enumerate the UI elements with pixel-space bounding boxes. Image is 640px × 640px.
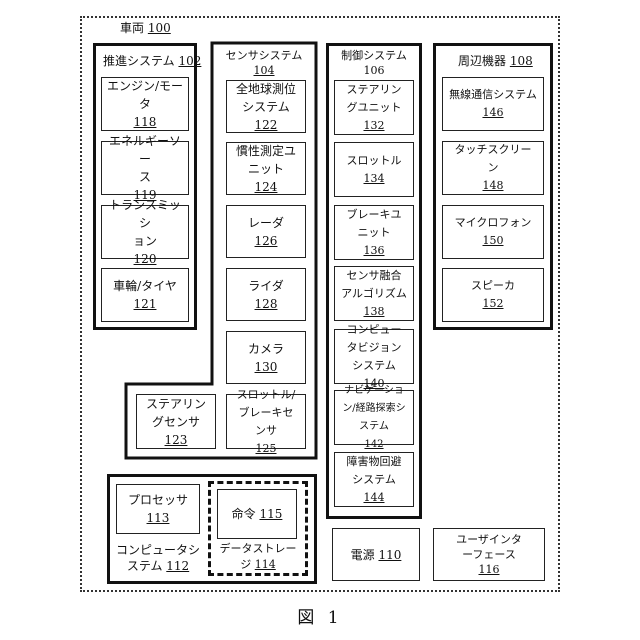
steering-sensor-ref: 123 xyxy=(165,433,188,447)
control-ref: 106 xyxy=(364,64,385,77)
storage-label: データストレー ジ 114 xyxy=(210,541,306,573)
peripheral-item-1-line-1: 無線通信システム xyxy=(449,88,537,101)
steering-sensor-line-2: グセンサ xyxy=(152,415,200,429)
steering-sensor-line-1: ステアリン xyxy=(146,397,206,411)
sensor-item-2-line-2: ニット xyxy=(248,162,284,176)
sensor-item-3: レーダ 126 xyxy=(226,205,306,258)
control-item-2: スロットル 134 xyxy=(334,142,414,197)
peripheral-item-3: マイクロフォン 150 xyxy=(442,205,544,259)
control-title-text: 制御システム xyxy=(341,49,407,62)
control-item-3: ブレーキユニット 136 xyxy=(334,205,414,260)
instructions-ref: 115 xyxy=(259,507,282,521)
sensor-item-4: ライダ 128 xyxy=(226,268,306,321)
throttle-brake-sensor: スロットル/ブレーキセンサ125 xyxy=(226,394,306,449)
control-item-2-ref: 134 xyxy=(364,172,385,185)
peripheral-item-2: タッチスクリーン 148 xyxy=(442,141,544,195)
figure-caption: 図 1 xyxy=(0,603,640,628)
control-item-6-line-1: ナビゲーショ xyxy=(344,385,404,396)
throttle-brake-sensor-line-1: スロットル/ xyxy=(237,388,296,401)
sensor-item-1-line-1: 全地球測位 xyxy=(236,82,296,96)
control-item-1: ステアリングユニット 132 xyxy=(334,80,414,135)
sensor-item-3-line-1: レーダ xyxy=(248,216,284,230)
ui-ref: 116 xyxy=(479,563,500,576)
control-item-7-ref: 144 xyxy=(364,491,385,504)
computer-label-line1: コンピュータシ xyxy=(116,543,200,557)
throttle-brake-sensor-line-3: ンサ xyxy=(255,424,277,437)
sensor-title: センサシステム 104 xyxy=(212,48,316,78)
control-item-2-line-1: スロットル xyxy=(347,154,402,167)
sensor-item-5: カメラ 130 xyxy=(226,331,306,384)
peripheral-item-3-ref: 150 xyxy=(483,234,504,247)
sensor-item-5-line-1: カメラ xyxy=(248,342,284,356)
peripheral-item-2-line-1: タッチスクリー xyxy=(455,143,532,156)
control-item-7-line-1: 障害物回避 xyxy=(347,455,402,468)
control-item-7: 障害物回避システム 144 xyxy=(334,452,414,507)
sensor-item-4-line-1: ライダ xyxy=(248,279,284,293)
control-item-4-line-2: アルゴリズム xyxy=(341,287,407,300)
storage-ref: 114 xyxy=(255,558,276,571)
peripherals-title-text: 周辺機器 xyxy=(458,54,506,68)
peripheral-item-1-ref: 146 xyxy=(482,106,503,119)
computer-label-line2: ステム xyxy=(127,559,163,573)
control-item-6-ref: 142 xyxy=(364,439,383,450)
peripheral-item-1: 無線通信システム 146 xyxy=(442,77,544,131)
control-item-5: コンピュータビジョンシステム140 xyxy=(334,329,414,384)
instructions-label: 命令 xyxy=(232,507,256,521)
power-label: 電源 xyxy=(351,548,375,562)
processor-ref: 113 xyxy=(147,511,170,525)
steering-sensor: ステアリングセンサ 123 xyxy=(136,394,216,449)
storage-label-line1: データストレー xyxy=(220,542,297,555)
peripherals-title: 周辺機器 108 xyxy=(458,53,533,69)
sensor-item-2-line-1: 慣性測定ユ xyxy=(236,144,296,158)
control-item-5-line-1: コンピュー xyxy=(347,323,402,336)
sensor-item-2: 慣性測定ユニット 124 xyxy=(226,142,306,195)
processor-label: プロセッサ xyxy=(128,493,188,507)
control-item-6-line-3: ステム xyxy=(359,421,389,432)
peripheral-item-4: スピーカ 152 xyxy=(442,268,544,322)
control-item-4-ref: 138 xyxy=(363,305,384,318)
peripherals-ref: 108 xyxy=(510,54,533,68)
storage-label-line2: ジ xyxy=(240,558,251,571)
control-item-1-line-2: グユニット xyxy=(347,101,402,114)
ui-label-line1: ユーザインタ xyxy=(456,533,522,546)
control-item-3-line-2: ニット xyxy=(358,226,391,239)
sensor-item-1-line-2: システム xyxy=(242,100,290,114)
control-item-6: ナビゲーション/経路探索システム142 xyxy=(334,390,414,445)
control-item-6-line-2: ン/経路探索シ xyxy=(342,403,405,414)
control-item-5-line-3: システム xyxy=(352,359,396,372)
power-supply: 電源 110 xyxy=(332,528,420,581)
peripheral-item-2-line-2: ン xyxy=(488,161,499,174)
sensor-item-1-ref: 122 xyxy=(255,118,278,132)
sensor-item-4-ref: 128 xyxy=(255,297,278,311)
sensor-item-2-ref: 124 xyxy=(255,180,278,194)
sensor-title-text: センサシステム xyxy=(226,49,303,62)
sensor-item-5-ref: 130 xyxy=(255,360,278,374)
control-item-4: センサ融合アルゴリズム 138 xyxy=(334,266,414,321)
control-title: 制御システム 106 xyxy=(326,48,422,78)
throttle-brake-sensor-ref: 125 xyxy=(256,442,277,455)
control-item-1-ref: 132 xyxy=(364,119,385,132)
peripheral-item-4-line-1: スピーカ xyxy=(471,279,515,292)
instructions-box: 命令 115 xyxy=(217,489,297,539)
control-item-4-line-1: センサ融合 xyxy=(346,269,401,282)
control-item-1-line-1: ステアリン xyxy=(347,83,402,96)
sensor-item-3-ref: 126 xyxy=(255,234,278,248)
peripheral-item-2-ref: 148 xyxy=(483,179,504,192)
sensor-ref: 104 xyxy=(254,64,275,77)
computer-label: コンピュータシ ステム 112 xyxy=(110,542,206,574)
processor-box: プロセッサ 113 xyxy=(116,484,200,534)
control-item-3-ref: 136 xyxy=(364,244,385,257)
ui-label-line2: ーフェース xyxy=(462,548,516,561)
control-item-5-line-2: タビジョン xyxy=(347,341,402,354)
power-ref: 110 xyxy=(378,548,401,562)
sensor-item-1: 全地球測位システム 122 xyxy=(226,80,306,133)
peripheral-item-3-line-1: マイクロフォン xyxy=(455,216,532,229)
throttle-brake-sensor-line-2: ブレーキセ xyxy=(239,406,294,419)
control-item-7-line-2: システム xyxy=(352,473,396,486)
control-item-3-line-1: ブレーキユ xyxy=(347,208,402,221)
peripheral-item-4-ref: 152 xyxy=(483,297,504,310)
computer-ref: 112 xyxy=(166,559,189,573)
user-interface: ユーザインタ ーフェース 116 xyxy=(433,528,545,581)
